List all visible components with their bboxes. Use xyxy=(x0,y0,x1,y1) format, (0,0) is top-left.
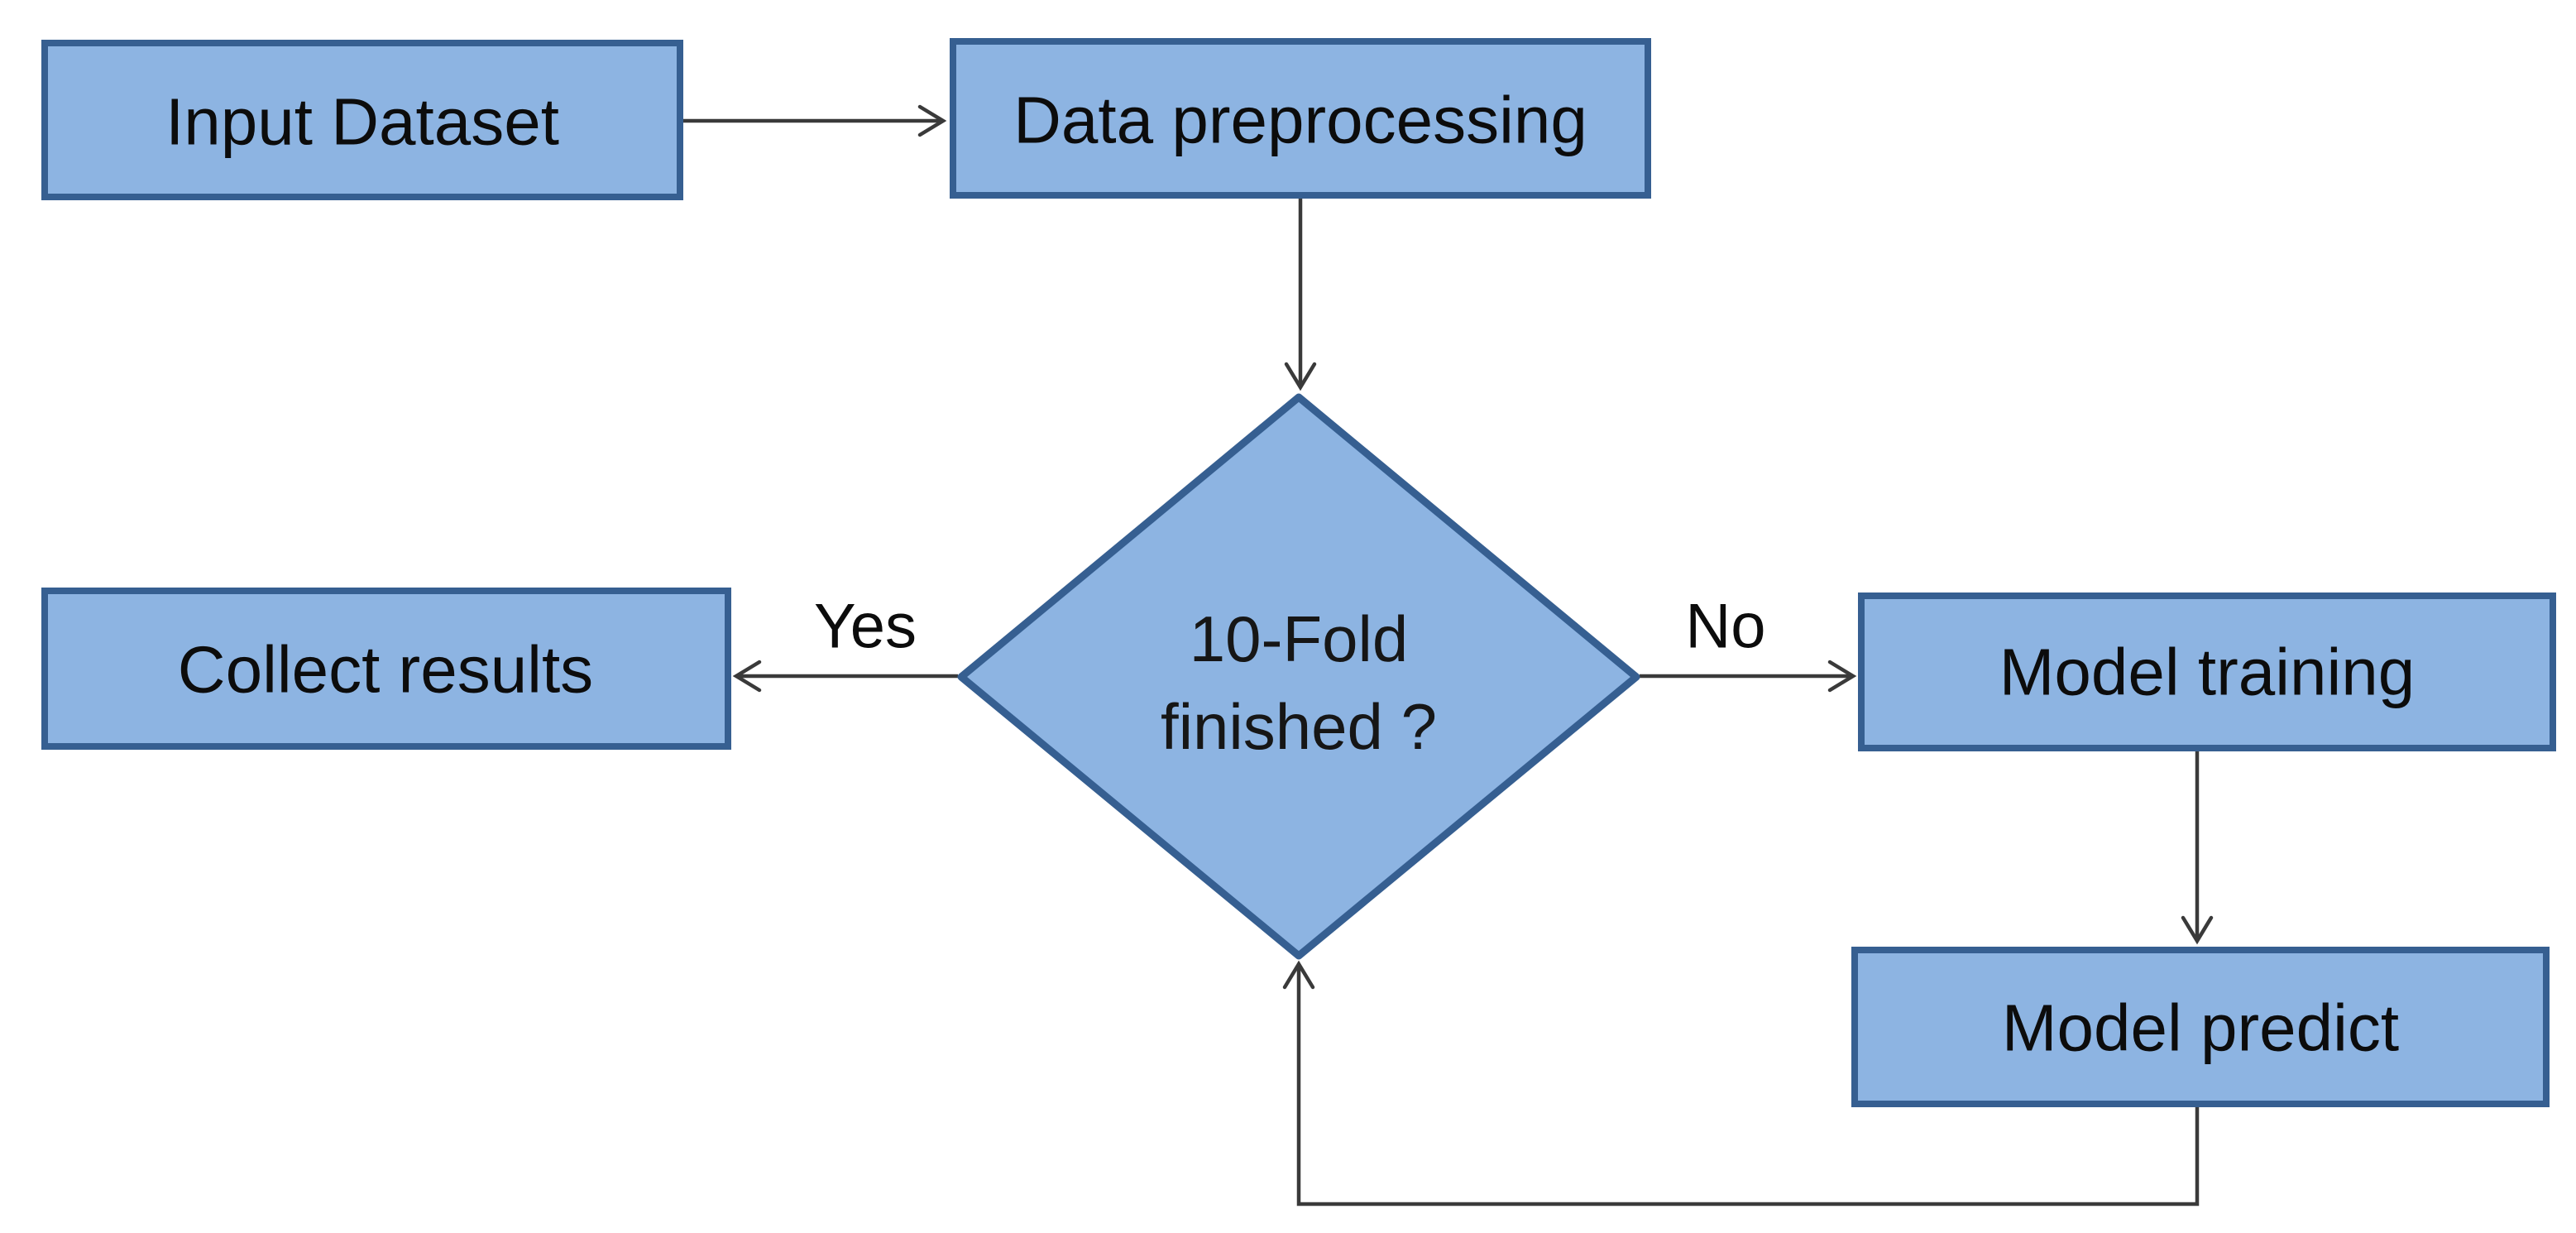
edge-yes-label: Yes xyxy=(814,592,917,662)
data-preprocessing-box xyxy=(950,38,1651,199)
node-model-training: Model training xyxy=(1858,593,2556,751)
node-input-dataset: Input Dataset xyxy=(41,40,683,200)
model-predict-box xyxy=(1851,947,2550,1107)
model-predict-label: Model predict xyxy=(2002,991,2399,1065)
edge-predict-to-decision-feedback xyxy=(1282,960,2200,1207)
collect-results-box xyxy=(41,588,731,750)
edge-decision-to-training: No xyxy=(1640,592,1857,693)
edge-decision-to-collect: Yes xyxy=(732,592,958,693)
input-dataset-box xyxy=(41,40,683,200)
model-training-box xyxy=(1858,593,2556,751)
ten-fold-finished-label-line1: 10-Fold xyxy=(1190,602,1408,675)
data-preprocessing-label: Data preprocessing xyxy=(1013,84,1587,157)
ten-fold-finished-label-line2: finished ? xyxy=(1161,690,1437,763)
node-ten-fold-finished: 10-Fold finished ? xyxy=(957,393,1640,960)
node-data-preprocessing: Data preprocessing xyxy=(950,38,1651,199)
edge-no-label: No xyxy=(1685,592,1765,662)
node-collect-results: Collect results xyxy=(41,588,731,750)
model-training-label: Model training xyxy=(1999,636,2416,709)
node-model-predict: Model predict xyxy=(1851,947,2550,1107)
collect-results-label: Collect results xyxy=(178,633,593,707)
ten-fold-finished-diamond xyxy=(957,393,1640,960)
edge-predict-to-decision-connector xyxy=(1282,960,2200,1207)
input-dataset-label: Input Dataset xyxy=(165,85,559,159)
